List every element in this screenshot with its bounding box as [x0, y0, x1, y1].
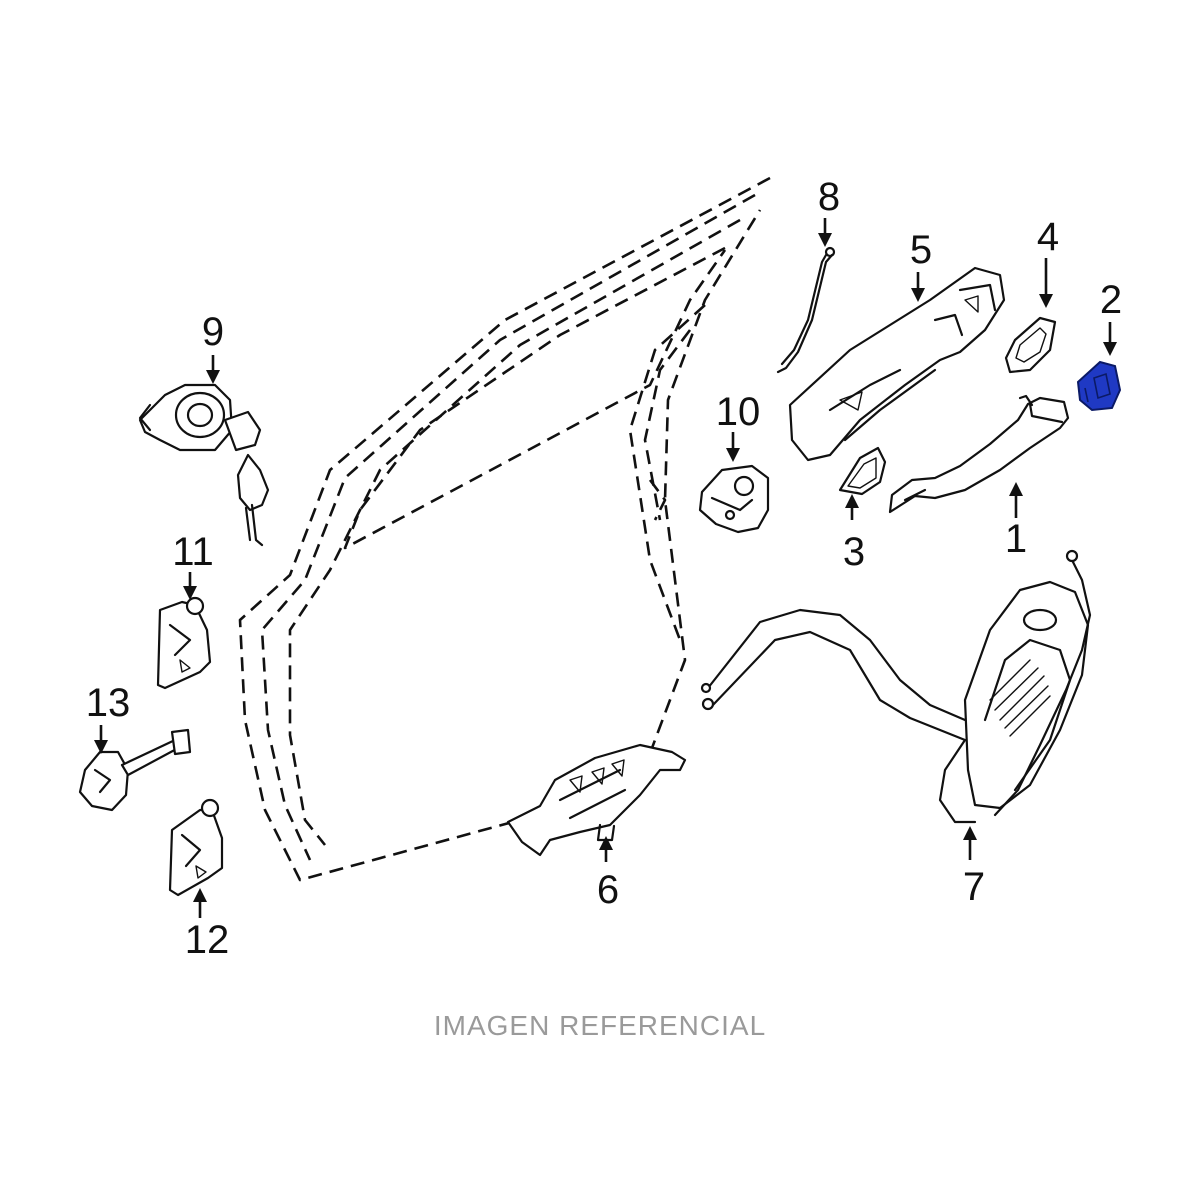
svg-text:5: 5: [910, 228, 932, 272]
svg-text:6: 6: [597, 868, 619, 912]
inside-handle-part: [506, 743, 687, 857]
reference-image-caption: IMAGEN REFERENCIAL: [433, 1010, 767, 1041]
small-gasket-part: [838, 446, 887, 496]
lock-cylinder-part: [138, 383, 270, 547]
svg-text:7: 7: [963, 865, 985, 909]
handle-cap-part-highlighted: [1076, 360, 1122, 412]
svg-text:8: 8: [818, 175, 840, 219]
upper-hinge-part: [156, 596, 212, 690]
door-frame-outline: [238, 176, 771, 882]
svg-text:1: 1: [1005, 517, 1027, 561]
svg-text:3: 3: [843, 530, 865, 574]
door-check-part: [78, 728, 192, 812]
svg-text:13: 13: [86, 681, 131, 725]
callout-1: 1: [1005, 482, 1027, 561]
lower-hinge-part: [168, 798, 224, 897]
handle-gasket-part: [1004, 316, 1057, 374]
handle-bracket-part: [788, 266, 1006, 462]
striker-part: [698, 464, 770, 534]
callout-3: 3: [843, 494, 865, 574]
door-latch-part: [700, 549, 1092, 824]
callout-11: 11: [172, 530, 214, 600]
callout-6: 6: [597, 836, 619, 912]
callout-13: 13: [86, 681, 131, 754]
callout-8: 8: [818, 175, 840, 247]
callout-5: 5: [910, 228, 932, 302]
svg-text:4: 4: [1037, 215, 1059, 259]
svg-text:12: 12: [185, 918, 230, 962]
outside-handle-part: [888, 394, 1070, 514]
svg-text:9: 9: [202, 310, 224, 354]
callout-12: 12: [185, 888, 230, 962]
callout-9: 9: [202, 310, 224, 384]
lock-rod-part: [776, 246, 836, 374]
svg-text:10: 10: [716, 390, 761, 434]
callout-7: 7: [963, 826, 985, 909]
callout-2: 2: [1100, 278, 1122, 356]
callout-10: 10: [716, 390, 761, 462]
callout-4: 4: [1037, 215, 1059, 308]
svg-text:2: 2: [1100, 278, 1122, 322]
svg-text:11: 11: [172, 530, 214, 574]
